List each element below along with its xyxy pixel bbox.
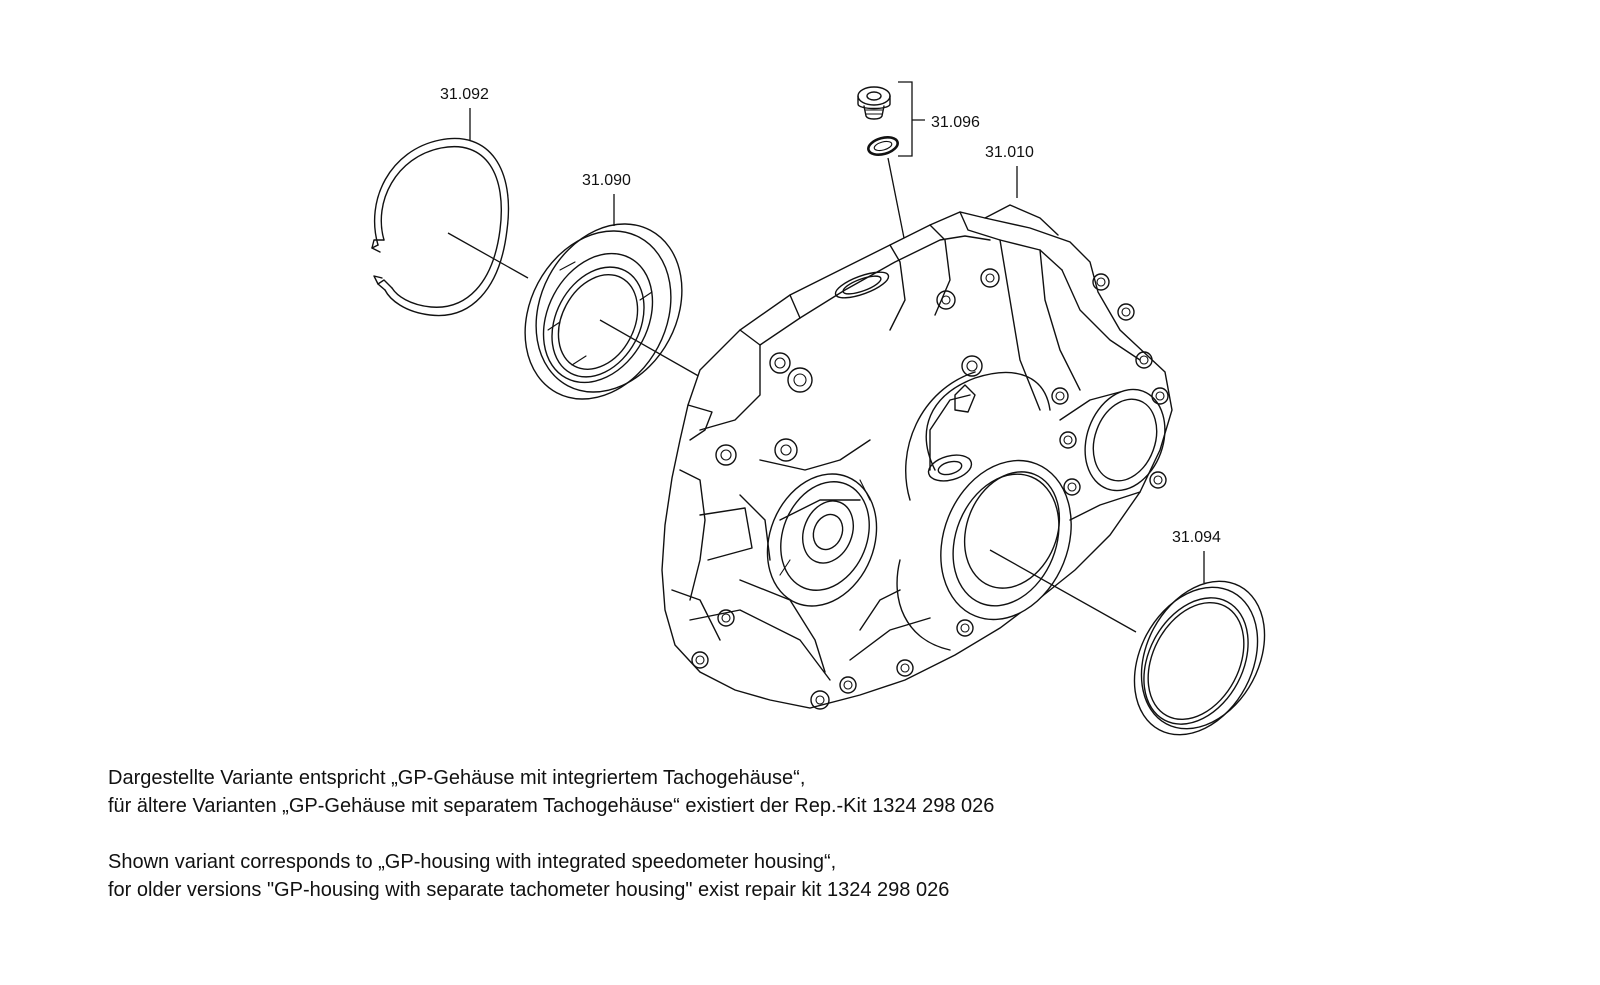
note-de-line-1: Dargestellte Variante entspricht „GP-Geh… bbox=[108, 767, 806, 789]
label-31-094: 31.094 bbox=[1172, 529, 1221, 546]
note-en-line-1: Shown variant corresponds to „GP-housing… bbox=[108, 851, 837, 873]
label-31-090: 31.090 bbox=[582, 172, 631, 189]
notes-block: Dargestellte Variante entspricht „GP-Geh… bbox=[108, 764, 1408, 904]
leader-31-094 bbox=[989, 549, 1137, 633]
screw-plug-31-096 bbox=[857, 86, 891, 120]
note-de-line-2: für ältere Varianten „GP-Gehäuse mit sep… bbox=[108, 795, 995, 817]
exploded-parts-diagram: 31.092 31.090 31.096 bbox=[371, 81, 1266, 736]
seal-ring-31-096 bbox=[867, 136, 899, 156]
gearbox-housing-31-010 bbox=[661, 204, 1173, 710]
leader-31-090 bbox=[599, 319, 703, 379]
label-31-092: 31.092 bbox=[440, 86, 489, 103]
ball-bearing-31-090 bbox=[524, 223, 683, 400]
bracket-31-096 bbox=[898, 81, 925, 157]
leader-31-092 bbox=[447, 232, 529, 279]
shaft-seal-31-094 bbox=[1133, 580, 1266, 736]
retaining-ring-31-092 bbox=[371, 137, 510, 317]
notes-spacer bbox=[108, 820, 1408, 848]
note-en-line-2: for older versions "GP-housing with sepa… bbox=[108, 879, 950, 901]
label-31-096: 31.096 bbox=[931, 114, 980, 131]
label-31-010: 31.010 bbox=[985, 144, 1034, 161]
